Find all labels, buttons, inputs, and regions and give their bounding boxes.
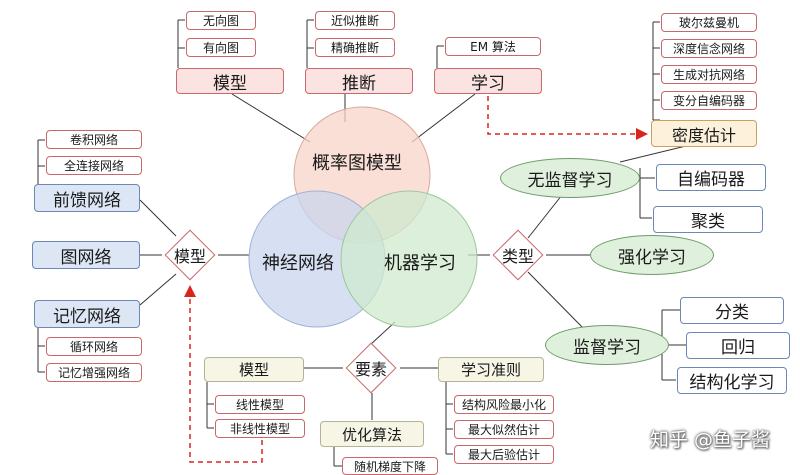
optimizer-node: 优化算法 [320, 421, 424, 447]
feedforward-leaf-2: 全连接网络 [46, 156, 142, 175]
ml-type-diamond-label: 类型 [501, 247, 534, 266]
unsupervised-node: 无监督学习 [500, 158, 640, 198]
density-leaf-3: 生成对抗网络 [661, 65, 757, 84]
ml-type-diamond: 类型 [490, 227, 546, 283]
elements-model-leaf-2: 非线性模型 [215, 419, 305, 438]
pgm-inference-node: 推断 [305, 68, 413, 94]
unsupervised-leaf-2: 聚类 [653, 206, 763, 233]
venn-label-nn: 神经网络 [262, 253, 334, 274]
elements-model-leaf-1: 线性模型 [215, 395, 305, 414]
elements-diamond: 要素 [343, 340, 399, 396]
nn-model-diamond: 模型 [162, 227, 218, 283]
criterion-node: 学习准则 [438, 357, 544, 382]
criterion-leaf-2: 最大似然估计 [454, 420, 554, 439]
memory-leaf-1: 循环网络 [46, 337, 142, 356]
pgm-model-node: 模型 [176, 68, 284, 94]
graph-network-node: 图网络 [32, 241, 140, 269]
supervised-leaf-2: 回归 [686, 332, 790, 359]
watermark-text: 知乎 @鱼子酱 [650, 429, 771, 451]
pgm-inference-leaf-2: 精确推断 [315, 38, 395, 57]
supervised-leaf-1: 分类 [680, 297, 784, 324]
criterion-leaf-1: 结构风险最小化 [454, 395, 554, 414]
unsupervised-leaf-1: 自编码器 [656, 164, 766, 191]
pgm-inference-leaf-1: 近似推断 [315, 11, 395, 30]
venn-label-ml: 机器学习 [384, 253, 456, 274]
feedforward-node: 前馈网络 [34, 184, 140, 212]
optimizer-leaf-1: 随机梯度下降 [342, 457, 438, 475]
density-leaf-1: 玻尔兹曼机 [661, 13, 757, 32]
memory-node: 记忆网络 [34, 300, 140, 328]
density-leaf-4: 变分自编码器 [661, 91, 757, 110]
pgm-learning-leaf-1: EM 算法 [445, 37, 541, 56]
supervised-node: 监督学习 [545, 325, 669, 365]
nn-model-diamond-label: 模型 [173, 247, 206, 266]
reinforcement-node: 强化学习 [590, 235, 714, 275]
pgm-learning-node: 学习 [434, 68, 542, 94]
venn-label-pgm: 概率图模型 [312, 153, 402, 174]
elements-diamond-label: 要素 [354, 360, 387, 379]
density-leaf-2: 深度信念网络 [661, 39, 757, 58]
pgm-model-leaf-2: 有向图 [186, 38, 256, 57]
memory-leaf-2: 记忆增强网络 [46, 363, 142, 382]
elements-model-node: 模型 [204, 357, 304, 382]
criterion-leaf-3: 最大后验估计 [454, 445, 554, 464]
feedforward-leaf-1: 卷积网络 [46, 130, 142, 149]
supervised-leaf-3: 结构化学习 [677, 367, 787, 394]
density-node: 密度估计 [651, 120, 757, 147]
pgm-model-leaf-1: 无向图 [186, 11, 256, 30]
